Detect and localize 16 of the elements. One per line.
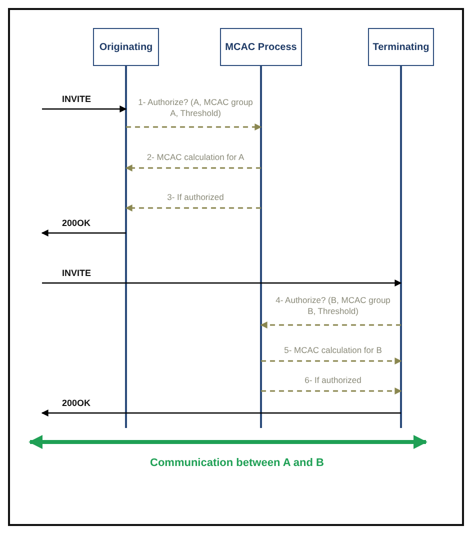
participant-box: MCAC Process (220, 28, 302, 66)
message-arrow (125, 164, 261, 172)
message-arrow (42, 106, 127, 112)
message-arrow (261, 388, 402, 394)
message-arrow (42, 280, 402, 286)
message-arrow (41, 410, 401, 416)
message-arrow (41, 230, 126, 236)
participant-box: Originating (93, 28, 159, 66)
caption-label: Communication between A and B (150, 457, 324, 469)
edge-label: 200OK (60, 398, 93, 410)
message-arrow (126, 124, 262, 130)
message-arrow (260, 322, 401, 328)
message-arrow (125, 204, 261, 212)
edge-label: 200OK (60, 218, 93, 230)
message-arrow (261, 358, 402, 364)
participant-box: Terminating (368, 28, 434, 66)
